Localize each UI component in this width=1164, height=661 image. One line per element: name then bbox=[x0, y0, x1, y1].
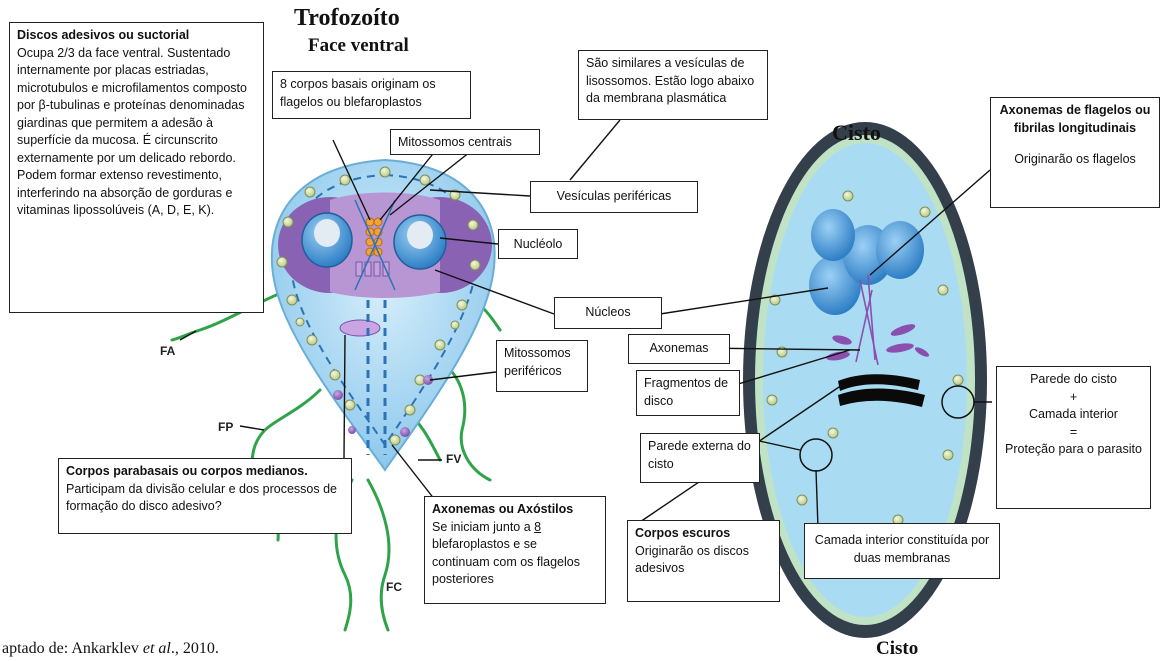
box-dark-bodies: Corpos escuros Originarão os discos ades… bbox=[627, 520, 780, 602]
adhesive-disc-body-2: Podem formar extenso revestimento, inter… bbox=[17, 167, 256, 220]
box-vesicles-description: São similares a vesículas de lisossomos.… bbox=[578, 50, 768, 120]
box-central-mitosomes: Mitossomos centrais bbox=[390, 129, 540, 155]
axostyles-body-b: blefaroplastos e se continuam com os fla… bbox=[432, 537, 580, 586]
box-axonemes: Axonemas bbox=[628, 334, 730, 364]
title-trophozoite: Trofozoíto bbox=[294, 5, 400, 32]
adhesive-disc-body: Ocupa 2/3 da face ventral. Sustentado in… bbox=[17, 45, 256, 168]
nucleolus-right bbox=[407, 221, 433, 249]
parabasal-title: Corpos parabasais ou corpos medianos. bbox=[66, 463, 344, 481]
cyst-wall-line-5: Proteção para o parasito bbox=[1004, 441, 1143, 459]
credit-suffix: ., 2010. bbox=[171, 640, 219, 657]
box-disc-fragments: Fragmentos de disco bbox=[636, 370, 740, 416]
parabasal-body: Participam da divisão celular e dos proc… bbox=[66, 481, 344, 516]
nucleolus-left bbox=[314, 219, 340, 247]
axonemes-flagella-title: Axonemas de flagelos ou fibrilas longitu… bbox=[998, 102, 1152, 137]
box-adhesive-disc: Discos adesivos ou suctorial Ocupa 2/3 d… bbox=[9, 22, 264, 313]
box-parabasal-bodies: Corpos parabasais ou corpos medianos. Pa… bbox=[58, 458, 352, 534]
image-credit: aptado de: Ankarklev et al., 2010. bbox=[2, 640, 219, 658]
trophozoite bbox=[272, 160, 495, 470]
box-cyst-wall-summary: Parede do cisto + Camada interior = Prot… bbox=[996, 366, 1151, 509]
box-nuclei: Núcleos bbox=[554, 297, 662, 329]
box-nucleolus: Nucléolo bbox=[498, 229, 578, 259]
label-fa: FA bbox=[160, 344, 175, 358]
box-inner-layer: Camada interior constituída por duas mem… bbox=[804, 523, 1000, 579]
dark-bodies-body: Originarão os discos adesivos bbox=[635, 543, 772, 578]
title-ventral-face: Face ventral bbox=[308, 35, 409, 57]
label-fv: FV bbox=[446, 452, 461, 466]
axostyles-title: Axonemas ou Axóstilos bbox=[432, 501, 598, 519]
credit-prefix: aptado de: Ankarklev bbox=[2, 640, 139, 657]
box-outer-wall: Parede externa do cisto bbox=[640, 433, 760, 483]
axostyles-body-a: Se iniciam junto a bbox=[432, 520, 531, 534]
dark-bodies-title: Corpos escuros bbox=[635, 525, 772, 543]
cyst-wall-line-4: = bbox=[1004, 424, 1143, 442]
cyst-wall-line-2: + bbox=[1004, 389, 1143, 407]
title-cyst-bottom: Cisto bbox=[876, 638, 918, 660]
adhesive-disc-title: Discos adesivos ou suctorial bbox=[17, 27, 256, 45]
cyst-wall-line-1: Parede do cisto bbox=[1004, 371, 1143, 389]
axostyles-body-num: 8 bbox=[534, 520, 541, 534]
label-fc: FC bbox=[386, 580, 402, 594]
axonemes-flagella-body: Originarão os flagelos bbox=[998, 151, 1152, 169]
cyst-nucleus-4 bbox=[811, 209, 855, 261]
label-fp: FP bbox=[218, 420, 233, 434]
flagellum-caudal-right bbox=[368, 480, 389, 630]
credit-etal: et al bbox=[143, 640, 171, 657]
box-peripheral-vesicles: Vesículas periféricas bbox=[530, 181, 698, 213]
cyst-nucleus-3 bbox=[876, 221, 924, 279]
box-axostyles: Axonemas ou Axóstilos Se iniciam junto a… bbox=[424, 496, 606, 604]
cyst-wall-line-3: Camada interior bbox=[1004, 406, 1143, 424]
box-axonemes-flagella: Axonemas de flagelos ou fibrilas longitu… bbox=[990, 97, 1160, 208]
title-cyst: Cisto bbox=[832, 120, 881, 146]
median-body bbox=[340, 320, 380, 336]
box-basal-bodies: 8 corpos basais originam os flagelos ou … bbox=[272, 71, 471, 119]
box-peripheral-mitosomes: Mitossomos periféricos bbox=[496, 340, 588, 392]
